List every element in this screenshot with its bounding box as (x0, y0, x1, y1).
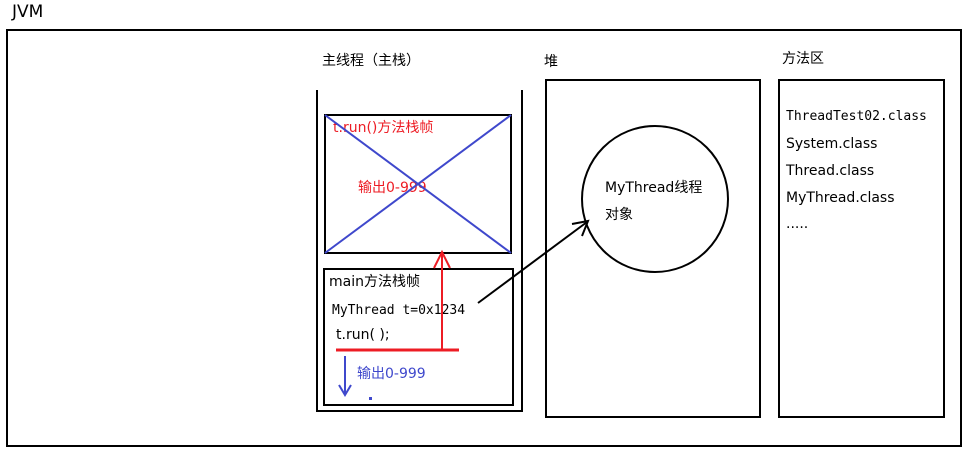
main-frame-code-line2: t.run( ); (336, 327, 390, 343)
run-method-frame (324, 114, 512, 254)
red-call-arrow (336, 249, 459, 352)
main-stack-title: 主线程（主栈） (322, 53, 420, 69)
main-method-frame (323, 268, 514, 406)
heap-object-line2: 对象 (605, 207, 633, 223)
jvm-container (6, 29, 962, 447)
run-frame-title: t.run()方法栈帧 (333, 120, 434, 136)
heap-region (545, 79, 761, 418)
main-frame-code-line1: MyThread t=0x1234 (332, 303, 466, 318)
method-area-title: 方法区 (782, 51, 824, 67)
method-area-item: ThreadTest02.class (786, 109, 927, 124)
reference-arrow (477, 219, 590, 304)
jvm-label: JVM (12, 2, 44, 22)
method-area-item: MyThread.class (786, 190, 895, 206)
heap-title: 堆 (544, 54, 558, 70)
method-area-region (778, 79, 945, 418)
heap-object-line1: MyThread线程 (605, 180, 703, 196)
method-area-item: Thread.class (786, 163, 875, 179)
blue-output-arrow (338, 356, 372, 400)
main-frame-output: 输出0-999 (357, 366, 426, 382)
main-frame-title: main方法栈帧 (329, 274, 420, 290)
method-area-item: System.class (786, 136, 878, 152)
method-area-item: ..... (786, 216, 809, 232)
